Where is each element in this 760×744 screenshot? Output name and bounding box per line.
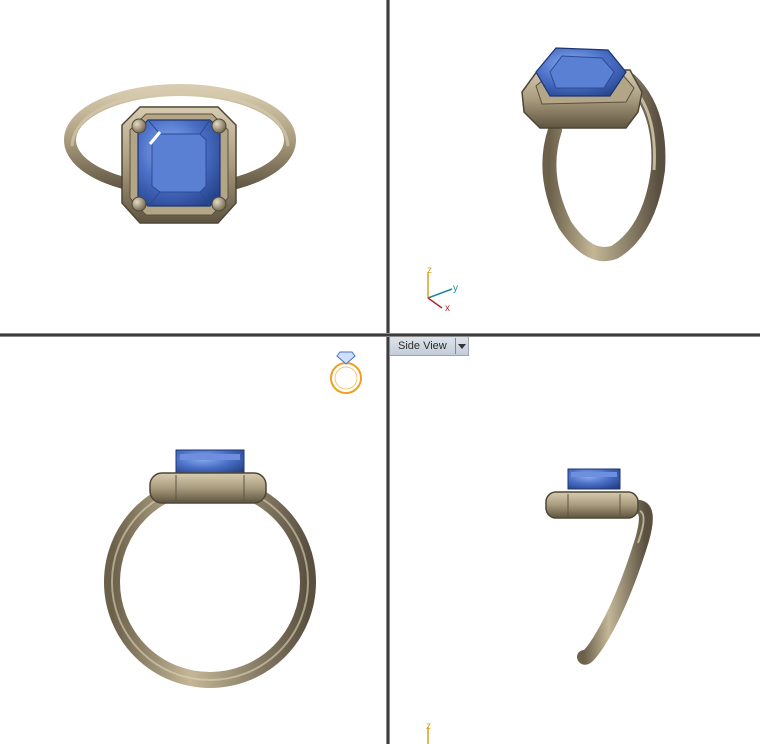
- viewport-label[interactable]: Side View: [390, 337, 469, 356]
- axis-triad-icon: z y x: [427, 265, 458, 314]
- ring-top-render: [64, 84, 296, 224]
- bezel-shape: [149, 472, 267, 504]
- bezel-shape: [545, 491, 639, 519]
- ring-side-render: z: [426, 461, 653, 744]
- axis-z-label: z: [426, 721, 431, 732]
- viewport-top[interactable]: [0, 0, 386, 333]
- axis-x-label: x: [445, 303, 450, 314]
- viewport-splitter-vertical[interactable]: [386, 0, 390, 744]
- ring-perspective-render: z y x: [427, 30, 666, 314]
- viewport-side[interactable]: Side View z: [390, 337, 760, 744]
- ring-diamond-icon[interactable]: [330, 351, 362, 394]
- axis-y-label: y: [453, 283, 458, 294]
- viewport-front[interactable]: [0, 337, 386, 744]
- gem-shape: [175, 449, 245, 475]
- viewport-label-text: Side View: [398, 340, 447, 352]
- viewport-perspective[interactable]: z y x: [390, 0, 760, 333]
- viewport-menu-dropdown-icon[interactable]: [455, 338, 468, 354]
- band-shape: [577, 499, 653, 665]
- viewport-splitter-horizontal[interactable]: [0, 333, 760, 337]
- axis-z-label: z: [427, 265, 432, 276]
- axis-triad-icon: z: [426, 721, 431, 744]
- band-shape: [542, 73, 666, 262]
- ring-front-render: [104, 351, 362, 688]
